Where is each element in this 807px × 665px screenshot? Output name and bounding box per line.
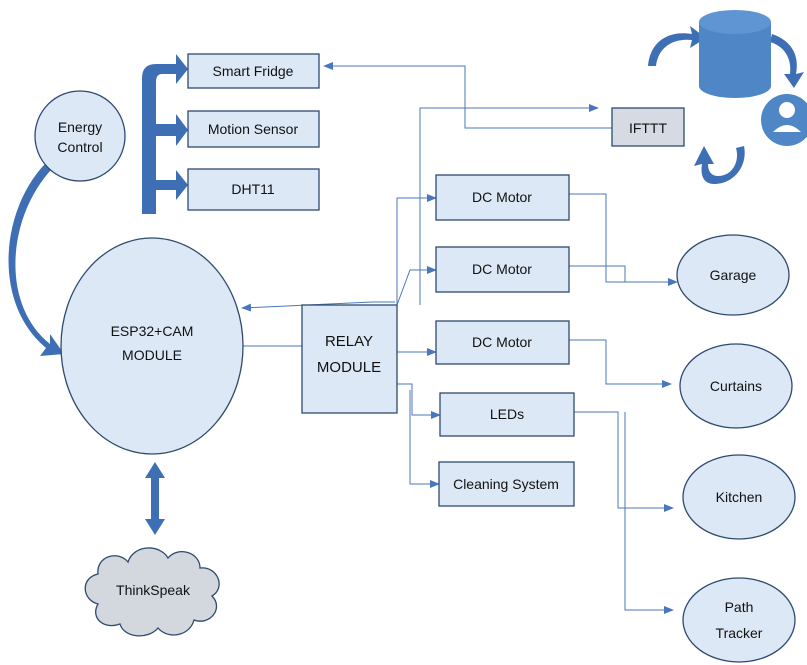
- connector-relay-dcmotor-1: [396, 194, 437, 305]
- smart-fridge-box: Smart Fridge: [187, 53, 320, 89]
- kitchen-label: Kitchen: [716, 489, 763, 505]
- connector-dcmotor1-garage: [569, 193, 678, 286]
- ifttt-label: IFTTT: [629, 120, 668, 136]
- connector-relay-dcmotor-2: [396, 266, 437, 306]
- path-tracker-label-line1: Path: [725, 599, 754, 615]
- esp32-label-line2: MODULE: [122, 347, 182, 363]
- connector-relay-esp32: [241, 301, 395, 312]
- dc-motor-box-1: DC Motor: [435, 174, 570, 221]
- thinkspeak-label: ThinkSpeak: [116, 582, 191, 598]
- energy-control-node: Energy Control: [34, 90, 126, 182]
- esp32-cam-node: ESP32+CAM MODULE: [60, 237, 244, 455]
- energy-control-label-line2: Control: [57, 139, 102, 155]
- energy-to-esp32-arrow: [8, 154, 64, 356]
- dht11-label: DHT11: [231, 181, 275, 197]
- curved-arrow-icon: [648, 26, 706, 66]
- garage-label: Garage: [710, 267, 757, 283]
- dht11-box: DHT11: [187, 168, 320, 211]
- kitchen-node: Kitchen: [682, 454, 796, 540]
- curved-arrow-icon: [694, 146, 745, 184]
- connector-dcmotor3-curtains: [569, 339, 672, 388]
- cloud-icon: ThinkSpeak: [84, 547, 220, 637]
- user-icon: [761, 94, 807, 146]
- relay-module-box: RELAY MODULE: [301, 304, 398, 414]
- esp32-thinkspeak-arrow: [145, 462, 165, 535]
- curtains-label: Curtains: [710, 378, 762, 394]
- connector-leds-kitchen: [574, 411, 674, 512]
- connector-relay-ifttt: [419, 104, 599, 305]
- ifttt-box: IFTTT: [611, 107, 685, 147]
- connector-dcmotor2-garage: [569, 265, 626, 282]
- relay-label-line1: RELAY: [325, 333, 373, 350]
- connector-leds-pathtracker: [624, 412, 674, 614]
- cleaning-system-box: Cleaning System: [438, 461, 575, 507]
- thick-arrows: [8, 26, 804, 535]
- leds-box: LEDs: [439, 392, 575, 437]
- leds-label: LEDs: [490, 406, 524, 422]
- dc-motor-2-label: DC Motor: [472, 261, 532, 277]
- relay-label-line2: MODULE: [317, 359, 381, 376]
- connector-ifttt-fridge: [323, 62, 612, 129]
- motion-sensor-label: Motion Sensor: [208, 121, 299, 137]
- database-icon: [699, 10, 771, 98]
- path-tracker-node: Path Tracker: [682, 577, 796, 663]
- dc-motor-box-3: DC Motor: [435, 320, 570, 365]
- dc-motor-1-label: DC Motor: [472, 189, 532, 205]
- smart-fridge-label: Smart Fridge: [213, 63, 294, 79]
- connector-relay-cleaning: [409, 390, 440, 488]
- sensor-bracket-arrow: [142, 54, 188, 214]
- curtains-node: Curtains: [679, 343, 793, 429]
- connectors: [241, 62, 678, 614]
- path-tracker-label-line2: Tracker: [716, 625, 763, 641]
- connector-relay-leds: [397, 383, 441, 419]
- dc-motor-box-2: DC Motor: [435, 246, 570, 293]
- garage-node: Garage: [676, 234, 790, 316]
- motion-sensor-box: Motion Sensor: [187, 110, 320, 148]
- dc-motor-3-label: DC Motor: [472, 334, 532, 350]
- curved-arrow-icon: [770, 34, 804, 88]
- cleaning-system-label: Cleaning System: [453, 476, 559, 492]
- energy-control-label-line1: Energy: [58, 119, 102, 135]
- esp32-label-line1: ESP32+CAM: [111, 323, 194, 339]
